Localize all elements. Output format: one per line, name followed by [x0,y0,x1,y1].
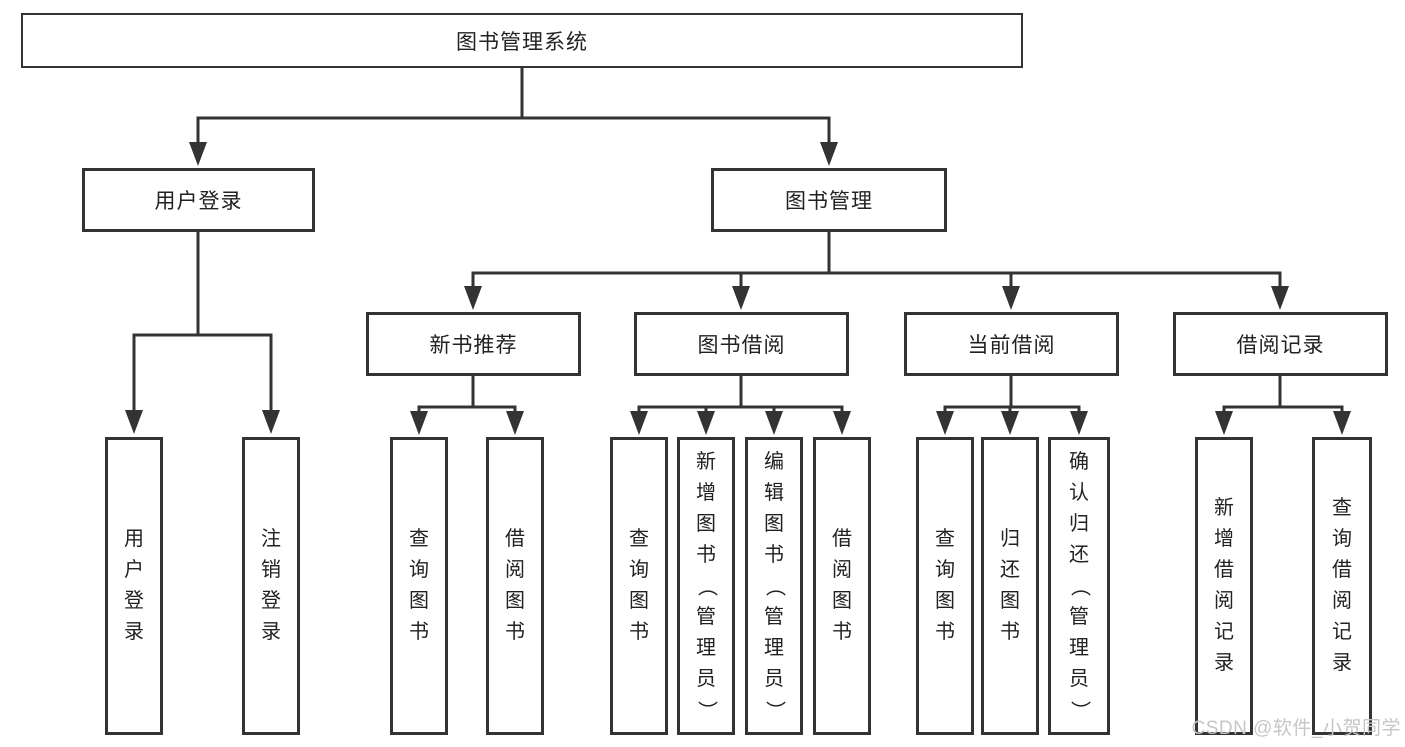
arrowhead [1002,286,1020,310]
leaf-edit-books-admin: 编辑图书（管理员） [745,437,803,735]
connector-current-borrowing [943,374,1081,414]
node-label: 查询图书 [409,528,429,643]
arrowhead [410,411,428,435]
watermark: CSDN @软件_小贺同学 [1191,718,1401,739]
arrowhead [125,410,143,434]
node-label: 用户登录 [124,528,144,643]
arrowhead [1001,411,1019,435]
arrowhead [1333,411,1351,435]
arrowhead [464,286,482,310]
node-label: 借阅记录 [1236,334,1325,357]
node-label: 新增图书（管理员） [695,450,718,721]
node-label: 借阅图书 [505,528,525,643]
node-current-borrowing: 当前借阅 [904,312,1119,376]
leaf-add-books-admin: 新增图书（管理员） [677,437,735,735]
arrowhead [936,411,954,435]
arrowhead [820,142,838,166]
node-label: 图书管理 [785,190,873,213]
leaf-query-books-current: 查询图书 [916,437,974,735]
node-label: 编辑图书（管理员） [763,450,786,721]
node-label: 查询图书 [629,528,649,643]
node-library-management-system: 图书管理系统 [21,13,1023,68]
arrowhead [189,142,207,166]
connector-book-borrowing [637,374,844,414]
leaf-query-borrow-record: 查询借阅记录 [1312,437,1372,735]
node-book-borrowing: 图书借阅 [634,312,849,376]
node-label: 归还图书 [1000,528,1020,643]
node-new-book-recommend: 新书推荐 [366,312,581,376]
arrowhead [1070,411,1088,435]
arrowhead [1271,286,1289,310]
node-label: 图书借阅 [697,334,786,357]
arrowhead [262,410,280,434]
arrowhead [732,286,750,310]
leaf-query-books-borrowing: 查询图书 [610,437,668,735]
node-label: 查询图书 [935,528,955,643]
node-label: 当前借阅 [967,334,1056,357]
node-borrowing-records: 借阅记录 [1173,312,1388,376]
connector-book-management [471,230,1282,290]
arrowhead [833,411,851,435]
node-label: 借阅图书 [832,528,852,643]
connector-borrowing-records [1222,374,1344,414]
node-label: 新增借阅记录 [1214,497,1234,674]
node-label: 注销登录 [261,528,281,643]
leaf-borrow-books: 借阅图书 [813,437,871,735]
arrowhead [506,411,524,435]
node-book-management: 图书管理 [711,168,947,232]
leaf-borrow-books-recommend: 借阅图书 [486,437,544,735]
leaf-logout: 注销登录 [242,437,300,735]
connector-root [196,66,831,145]
arrowhead [630,411,648,435]
arrowhead [765,411,783,435]
node-label: 图书管理系统 [456,30,588,54]
connector-new-book-recommend [417,374,517,414]
node-label: 用户登录 [154,190,243,213]
connector-user-login [132,230,273,413]
leaf-add-borrow-record: 新增借阅记录 [1195,437,1253,735]
leaf-query-books-recommend: 查询图书 [390,437,448,735]
node-label: 查询借阅记录 [1332,497,1352,674]
leaf-confirm-return-admin: 确认归还（管理员） [1048,437,1110,735]
node-label: 确认归还（管理员） [1068,450,1091,721]
leaf-return-books: 归还图书 [981,437,1039,735]
leaf-user-login: 用户登录 [105,437,163,735]
arrowhead [1215,411,1233,435]
node-label: 新书推荐 [429,334,518,357]
node-user-login: 用户登录 [82,168,315,232]
arrowhead [697,411,715,435]
